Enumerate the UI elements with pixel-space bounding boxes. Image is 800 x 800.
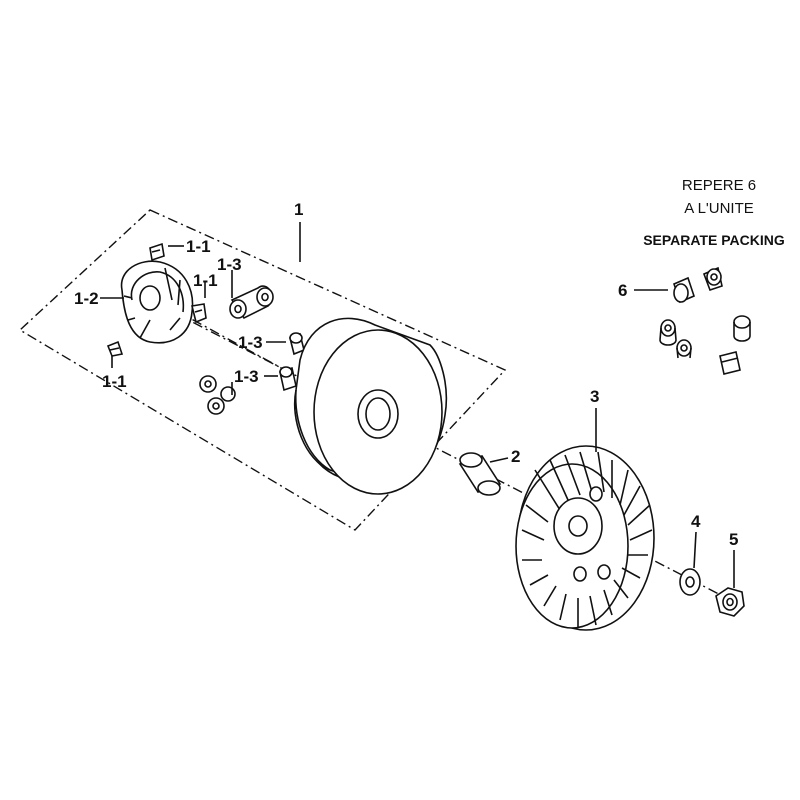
- roller-single-mid: [289, 332, 305, 356]
- separate-rollers: [659, 266, 751, 375]
- ramp-plate: [120, 260, 194, 344]
- bushing: [458, 452, 502, 496]
- label-part-1-3-top: 1-3: [217, 255, 242, 274]
- variator-body: [293, 317, 448, 495]
- label-part-5: 5: [729, 530, 738, 549]
- label-part-1-2: 1-2: [74, 289, 99, 308]
- roller-group-top: [229, 285, 274, 320]
- label-part-1-3-bottom: 1-3: [234, 367, 259, 386]
- label-part-1-1-mid: 1-1: [193, 271, 218, 290]
- assembly-1-boundary: [18, 209, 507, 531]
- label-part-3: 3: [590, 387, 599, 406]
- label-part-2: 2: [511, 447, 520, 466]
- fan-drive-face: [515, 445, 655, 631]
- roller-single-right: [279, 366, 297, 392]
- washer: [679, 568, 701, 596]
- label-part-6: 6: [618, 281, 627, 300]
- label-part-1-1-bottom: 1-1: [102, 372, 127, 391]
- note-unite: A L'UNITE: [684, 200, 754, 217]
- label-part-4: 4: [691, 512, 701, 531]
- label-part-1: 1: [294, 200, 303, 219]
- slider-piece-top: [149, 242, 165, 262]
- slider-piece-mid: [191, 303, 207, 324]
- label-part-1-1-top: 1-1: [186, 237, 211, 256]
- note-separate-packing: SEPARATE PACKING: [643, 232, 785, 248]
- leader-lines: [100, 222, 735, 588]
- label-part-1-3-mid: 1-3: [238, 333, 263, 352]
- slider-piece-bottom: [106, 340, 124, 357]
- roller-group-bottom: [199, 375, 236, 415]
- note-repere: REPERE 6: [682, 177, 756, 194]
- nut: [715, 587, 745, 617]
